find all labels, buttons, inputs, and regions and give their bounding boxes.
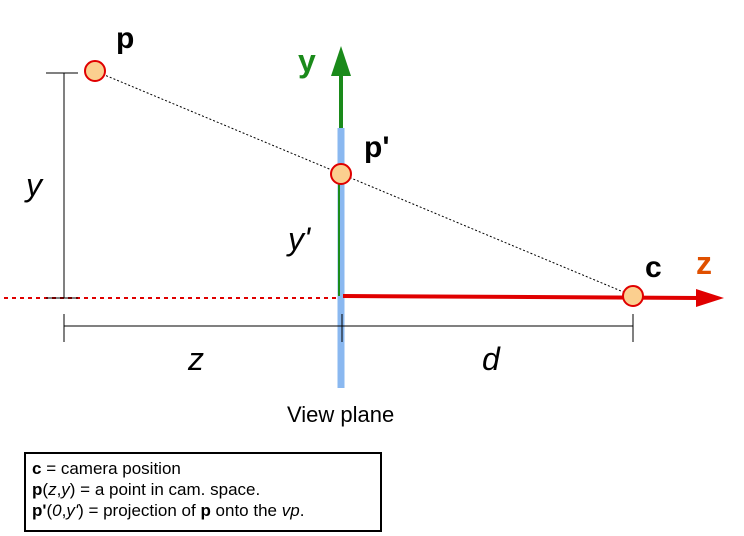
legend-text: , [56, 480, 62, 499]
label-d-dimension: d [482, 341, 501, 377]
legend-text: = camera position [41, 459, 181, 478]
z-axis-line [342, 294, 701, 300]
legend-text: 0 [52, 501, 62, 520]
label-z-dimension: z [187, 341, 204, 377]
legend-text: y' [66, 501, 79, 520]
label-p-prime: p' [364, 131, 389, 164]
point-p-prime [330, 163, 352, 185]
legend-text: vp [281, 501, 300, 520]
label-view-plane: View plane [287, 402, 394, 427]
label-z-axis: z [696, 245, 712, 281]
z-axis-arrowhead [696, 289, 724, 307]
legend-text: y [61, 480, 70, 499]
legend-row: c = camera position [32, 458, 374, 479]
legend-text: p' [32, 501, 47, 520]
legend-text: p [32, 480, 43, 499]
legend-text: ) = projection of [78, 501, 201, 520]
label-y-axis: y [298, 43, 316, 79]
label-p: p [116, 22, 134, 55]
legend-row: p(z,y) = a point in cam. space. [32, 479, 374, 500]
legend-text: , [61, 501, 67, 520]
y-axis-arrowhead [331, 46, 351, 76]
point-c [622, 285, 644, 307]
legend-text: ) = a point in cam. space. [69, 480, 261, 499]
legend-text: . [299, 501, 305, 520]
legend-text: p [200, 501, 211, 520]
label-y-prime-dimension: y' [286, 221, 312, 257]
legend-row: p'(0,y') = projection of p onto the vp. [32, 500, 374, 521]
legend-text: z [48, 480, 57, 499]
label-y-dimension: y [24, 167, 44, 203]
legend-text: ( [46, 501, 53, 520]
legend-text: onto the [210, 501, 282, 520]
label-c: c [645, 251, 662, 284]
point-p [84, 60, 106, 82]
legend-text: ( [42, 480, 49, 499]
legend-text: c [32, 459, 42, 478]
projection-ray [94, 70, 634, 297]
